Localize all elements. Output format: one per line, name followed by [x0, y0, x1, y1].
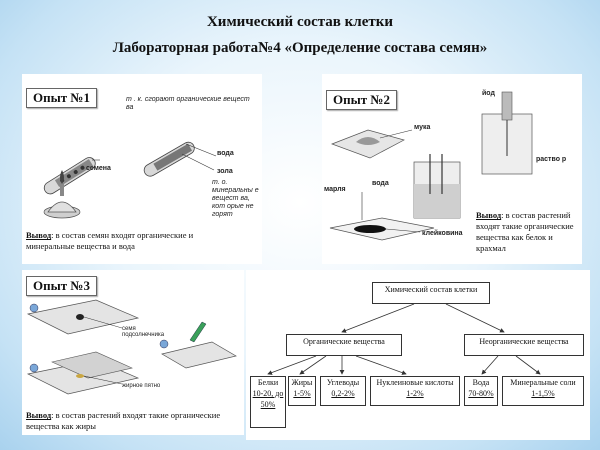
label-fat-spot: жирное пятно [122, 383, 161, 389]
composition-tree-panel: Химический состав клетки Органические ве… [246, 270, 590, 440]
label-iodine: йод [482, 90, 495, 97]
tree-inorganic: Неорганические вещества [464, 334, 584, 356]
experiment-1-note-top: т . к. сгорают органические вещест ва [126, 96, 256, 112]
label-flour: мука [414, 124, 431, 131]
experiment-3-illustration [26, 299, 237, 395]
experiment-2-tag: Опыт №2 [326, 90, 397, 110]
tree-root: Химический состав клетки [372, 282, 490, 304]
experiment-1-tag: Опыт №1 [26, 88, 97, 108]
label-ash: зола [217, 168, 233, 175]
label-water: вода [217, 150, 234, 157]
experiment-3-panel: Опыт №3 семя подсолнечника жирное пятно … [22, 270, 244, 435]
lab-title: Лабораторная работа№4 «Определение соста… [112, 40, 488, 56]
main-title: Химический состав клетки [206, 14, 394, 30]
experiment-3-conclusion: Вывод: в состав растений входят такие ор… [26, 410, 221, 431]
tree-organic: Органические вещества [286, 334, 402, 356]
experiment-1-conclusion: Вывод: в состав семян входят органически… [26, 230, 194, 251]
experiment-1-panel: Опыт №1 т . к. сгорают органические веще… [22, 74, 262, 264]
label-solution: раство р [536, 156, 567, 163]
label-gauze: марля [324, 186, 346, 193]
tree-connectors [267, 303, 541, 375]
experiment-1-illustration [43, 141, 217, 219]
experiment-1-note-right: т. о. минеральны е вещест ва, кот орые н… [212, 179, 260, 219]
experiment-3-tag: Опыт №3 [26, 276, 97, 296]
label-gluten: клейковина [422, 230, 463, 237]
label-seeds: семена [86, 165, 111, 172]
label-water-2: вода [372, 180, 389, 187]
experiment-2-illustration [329, 91, 533, 241]
label-sunflower-seed: семя подсолнечника [122, 326, 165, 338]
experiment-2-panel: Опыт №2 йод мука марля вода раство р кле… [322, 74, 582, 264]
experiment-2-conclusion: Вывод: в состав растений входят такие ор… [476, 210, 574, 253]
